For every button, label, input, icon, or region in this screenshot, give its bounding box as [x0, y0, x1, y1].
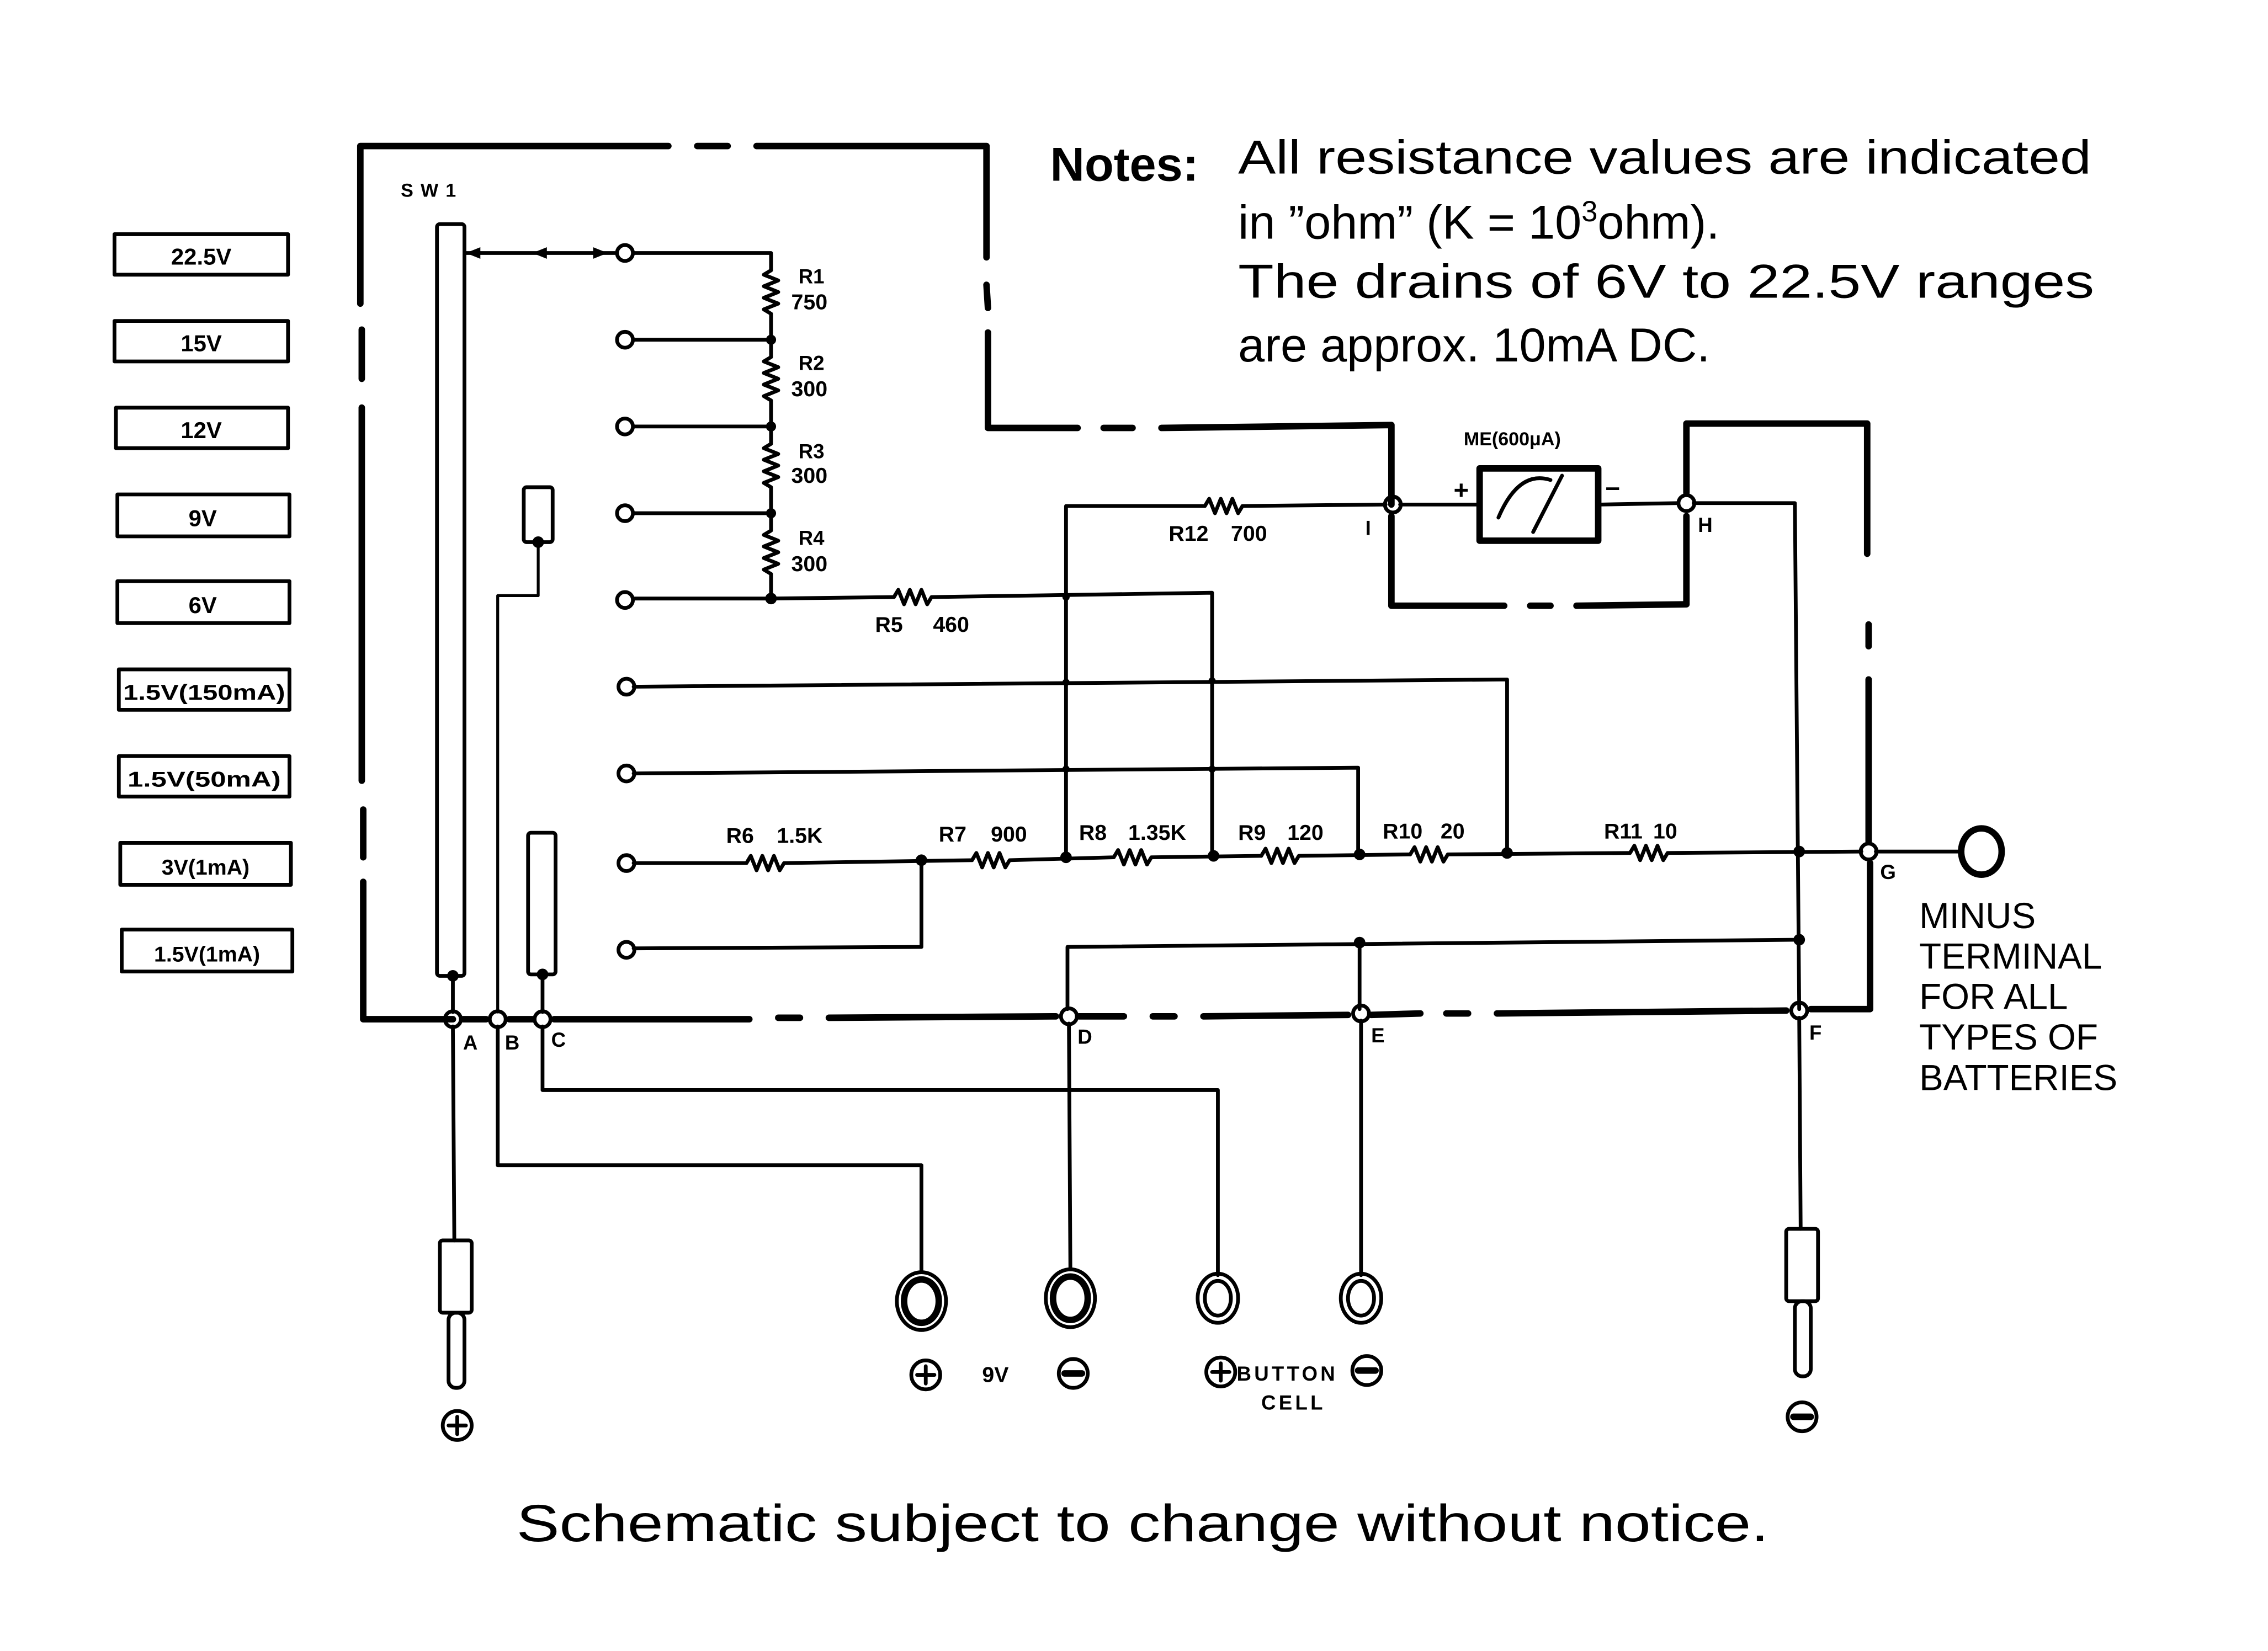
range-label-1-5v-150ma: 1.5V(150mA)	[116, 667, 291, 712]
svg-text:are approx. 10mA DC.: are approx. 10mA DC.	[1238, 319, 1710, 372]
svg-text:TERMINAL: TERMINAL	[1919, 936, 2102, 976]
range-label-9v: 9V	[115, 492, 291, 539]
range-labels: 22.5V 15V 12V 9V 6V 1.5V(150mA) 1.5V(50m…	[113, 232, 295, 974]
svg-text:CELL: CELL	[1261, 1391, 1326, 1414]
switch-contacts	[615, 243, 636, 960]
svg-text:All resistance values are indi: All resistance values are indicated	[1238, 131, 2091, 184]
svg-text:D: D	[1077, 1026, 1092, 1048]
svg-text:F: F	[1809, 1021, 1821, 1044]
svg-text:FOR ALL: FOR ALL	[1919, 977, 2068, 1017]
svg-text:BATTERIES: BATTERIES	[1919, 1057, 2117, 1098]
minus-terminal[interactable]	[1958, 825, 2005, 878]
range-label-22-5v: 22.5V	[113, 232, 290, 277]
divider-network: R1 750 R2 300 R3 300 R4 300 R5 460	[631, 251, 1214, 858]
svg-text:3V(1mA): 3V(1mA)	[162, 855, 249, 880]
svg-text:E: E	[1371, 1024, 1384, 1047]
range-label-6v: 6V	[115, 579, 291, 625]
range-label-15v: 15V	[113, 319, 290, 364]
svg-text:R3: R3	[799, 440, 825, 463]
range-label-1-5v-1ma: 1.5V(1mA)	[120, 928, 295, 974]
plus-icon	[1204, 1355, 1237, 1388]
chassis-frame	[357, 142, 1873, 1022]
svg-text:R5: R5	[875, 613, 903, 637]
notes-line2-sup: 3	[1581, 196, 1597, 228]
svg-text:9V: 9V	[189, 505, 217, 531]
svg-text:1.5V(150mA): 1.5V(150mA)	[123, 680, 285, 705]
notes-line2-post: ohm).	[1597, 196, 1719, 249]
svg-text:MINUS: MINUS	[1919, 896, 2036, 936]
svg-text:Notes:: Notes:	[1050, 138, 1199, 191]
circuit-nodes: A B C D E F G H I	[443, 493, 1896, 1054]
probe-negative-minus-icon	[1786, 1400, 1819, 1434]
svg-text:B: B	[505, 1031, 519, 1054]
probe-positive[interactable]	[438, 1238, 474, 1390]
svg-text:R12: R12	[1168, 521, 1208, 546]
svg-text:R7: R7	[939, 822, 966, 846]
svg-text:12V: 12V	[180, 417, 222, 443]
svg-text:750: 750	[792, 290, 828, 315]
caption: Schematic subject to change without noti…	[517, 1494, 1769, 1552]
notes-block: Notes: All resistance values are indicat…	[1050, 131, 2095, 372]
svg-text:+: +	[1454, 475, 1469, 504]
meter-me: ME(600μA) + –	[1398, 429, 1680, 544]
svg-text:22.5V: 22.5V	[171, 243, 232, 269]
svg-text:700: 700	[1231, 521, 1267, 546]
svg-text:BUTTON: BUTTON	[1237, 1362, 1339, 1385]
svg-text:10: 10	[1653, 819, 1677, 844]
svg-text:120: 120	[1287, 821, 1324, 845]
svg-text:1.35K: 1.35K	[1128, 821, 1186, 845]
range-label-3v-1ma: 3V(1mA)	[118, 841, 293, 887]
minus-terminal-label: MINUS TERMINAL FOR ALL TYPES OF BATTERIE…	[1919, 896, 2117, 1098]
svg-text:I: I	[1366, 516, 1371, 539]
terminal-9v-negative[interactable]	[1044, 1267, 1097, 1329]
svg-text:20: 20	[1441, 819, 1465, 844]
plus-icon	[909, 1358, 942, 1392]
svg-text:R2: R2	[799, 352, 825, 375]
svg-text:9V: 9V	[982, 1363, 1008, 1387]
switch-sw1: SW1	[401, 180, 617, 1014]
terminal-button-cell-positive[interactable]	[1196, 1271, 1240, 1325]
minus-icon	[1350, 1354, 1383, 1387]
probe-negative[interactable]	[1784, 1227, 1820, 1378]
svg-text:300: 300	[792, 377, 828, 401]
svg-text:R10: R10	[1383, 819, 1422, 844]
svg-text:A: A	[463, 1031, 477, 1054]
svg-text:6V: 6V	[189, 592, 217, 618]
svg-text:15V: 15V	[180, 331, 222, 356]
svg-text:SW1: SW1	[401, 180, 463, 201]
svg-text:The drains of 6V to 22.5V rang: The drains of 6V to 22.5V ranges	[1238, 255, 2094, 308]
svg-text:460: 460	[933, 613, 969, 637]
svg-text:R11: R11	[1604, 819, 1643, 844]
svg-text:in ”ohm” (K = 103ohm).: in ”ohm” (K = 103ohm).	[1238, 196, 1719, 249]
svg-text:1.5V(1mA): 1.5V(1mA)	[154, 942, 260, 966]
svg-text:R8: R8	[1079, 821, 1107, 845]
svg-text:R4: R4	[799, 527, 825, 550]
terminal-button-cell-negative[interactable]	[1339, 1271, 1383, 1325]
svg-text:TYPES OF: TYPES OF	[1919, 1017, 2098, 1057]
range-label-1-5v-50ma: 1.5V(50mA)	[116, 754, 291, 799]
wiring: R12 700 R6 1.5K R7 900 R8 1.35K R9 120 R…	[451, 497, 1962, 1277]
svg-text:R9: R9	[1238, 821, 1266, 845]
svg-text:H: H	[1698, 514, 1712, 536]
svg-text:R6: R6	[726, 823, 754, 848]
svg-text:1.5K: 1.5K	[777, 823, 822, 848]
notes-line2-pre: in ”ohm” (K = 10	[1238, 196, 1581, 249]
svg-text:ME(600μA): ME(600μA)	[1464, 429, 1561, 450]
svg-text:300: 300	[792, 464, 828, 488]
probe-positive-plus-icon	[440, 1409, 474, 1442]
svg-text:1.5V(50mA): 1.5V(50mA)	[128, 767, 281, 791]
svg-text:900: 900	[991, 822, 1027, 846]
svg-text:G: G	[1880, 861, 1896, 883]
svg-text:C: C	[551, 1029, 566, 1051]
svg-text:–: –	[1606, 472, 1620, 502]
range-label-12v: 12V	[114, 406, 290, 450]
terminal-9v-positive[interactable]	[895, 1270, 948, 1332]
minus-icon	[1056, 1357, 1090, 1390]
battery-terminals: 9V BUTTON CELL	[895, 1267, 1383, 1414]
svg-text:R1: R1	[799, 265, 825, 288]
svg-text:300: 300	[792, 552, 828, 576]
